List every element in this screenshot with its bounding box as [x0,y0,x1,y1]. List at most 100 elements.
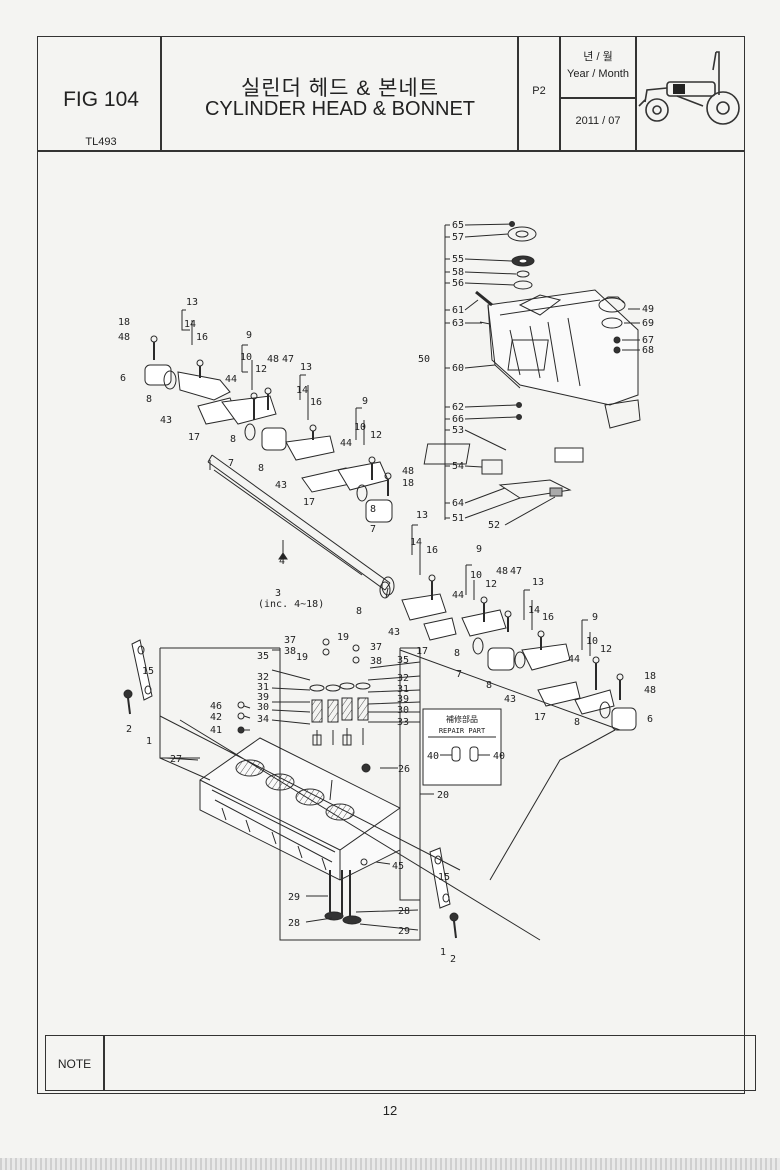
part-callout-16-71: 16 [542,612,554,623]
part-callout-17-65: 17 [416,646,428,657]
part-callout-7-36: 7 [228,458,234,469]
part-callout-13-38: 13 [300,362,312,373]
part-callout-43-28: 43 [160,415,172,426]
part-callout-48-32: 48 [267,354,279,365]
part-callout-37-87: 37 [370,642,382,653]
washer-56 [513,280,533,290]
year-month-korean: 년 / 월 [583,51,613,63]
part-callout-44-63: 44 [452,590,464,601]
tractor-icon [638,51,740,125]
part-callout-9-58: 9 [476,544,482,555]
part-callout-3-52: 3 [275,588,281,599]
part-callout-56-4: 56 [452,278,464,289]
part-callout-50-7: 50 [418,354,430,365]
part-callout-inc418-53: (inc. 4~18) [258,599,324,610]
title-english: CYLINDER HEAD & BONNET [204,98,476,120]
part-callout-9-72: 9 [592,612,598,623]
repair-part-korean: 補修部品 [446,714,478,724]
part-callout-49-16: 49 [642,304,654,315]
title-korean: 실린더 헤드 & 본네트 [240,77,440,100]
part-callout-14-39: 14 [296,385,308,396]
part-callout-65-0: 65 [452,220,464,231]
part-callout-14-56: 14 [410,537,422,548]
part-callout-42-101: 42 [210,712,222,723]
part-callout-43-64: 43 [388,627,400,638]
part-callout-6-25: 6 [120,373,126,384]
part-callout-10-45: 10 [354,422,366,433]
part-callout-12-46: 12 [370,430,382,441]
revision-date: 2011 / 07 [575,115,621,127]
part-callout-63-6: 63 [452,318,464,329]
part-callout-35-85: 35 [257,651,269,662]
year-month-english: Year / Month [567,68,629,80]
header-divider-1 [160,36,162,151]
rocker-arm-group-3 [337,456,393,523]
header-date-rule [559,97,636,99]
lifting-hook-left [131,639,153,701]
part-callout-8-37: 8 [258,463,264,474]
part-callout-18-76: 18 [644,671,656,682]
sealant-tube [554,447,584,463]
lifting-hook-right [429,847,451,909]
part-callout-9-44: 9 [362,396,368,407]
part-callout-8-66: 8 [454,648,460,659]
part-callout-68-19: 68 [642,345,654,356]
valve-cover [487,289,641,429]
part-callout-16-57: 16 [426,545,438,556]
part-callout-17-43: 17 [303,497,315,508]
part-callout-8-35: 8 [230,434,236,445]
part-callout-47-62: 47 [510,566,522,577]
part-callout-37-82: 37 [284,635,296,646]
note-box: NOTE [45,1035,756,1091]
part-callout-61-5: 61 [452,305,464,316]
part-callout-18-48: 18 [402,478,414,489]
part-callout-16-24: 16 [196,332,208,343]
part-callout-17-29: 17 [188,432,200,443]
oil-cap [598,297,626,313]
part-callout-52-15: 52 [488,520,500,531]
part-callout-6-81: 6 [647,714,653,725]
rocker-shaft [207,454,391,599]
part-callout-13-69: 13 [532,577,544,588]
part-callout-10-59: 10 [470,570,482,581]
part-callout-38-83: 38 [284,646,296,657]
breather-plate [498,479,572,499]
part-callout-15-110: 15 [438,872,450,883]
part-callout-48-77: 48 [644,685,656,696]
rocker-arm-group-4 [401,574,526,671]
part-callout-48-22: 48 [118,332,130,343]
part-callout-8-80: 8 [574,717,580,728]
part-callout-19-84: 19 [337,632,349,643]
part-callout-34-94: 34 [257,714,269,725]
part-callout-43-42: 43 [275,480,287,491]
part-callout-31-96: 31 [397,684,409,695]
page-code: P2 [532,85,546,97]
part-callout-2-108: 2 [126,724,132,735]
part-callout-44-75: 44 [568,654,580,665]
part-callout-32-90: 32 [257,672,269,683]
part-callout-26-104: 26 [398,764,410,775]
part-callout-2-112: 2 [450,954,456,965]
figure-number: FIG 104 [63,88,139,111]
part-callout-31-91: 31 [257,682,269,693]
part-callout-28-115: 28 [398,906,410,917]
part-callout-13-20: 13 [186,297,198,308]
part-callout-29-113: 29 [288,892,300,903]
breather-element [481,459,503,475]
part-callout-54-12: 54 [452,461,464,472]
part-callout-8-54: 8 [356,606,362,617]
part-callout-14-70: 14 [528,605,540,616]
valve-assembly [309,638,371,925]
part-callout-19-86: 19 [296,652,308,663]
page-frame [37,36,745,1094]
part-callout-40-117: 40 [427,751,439,762]
part-callout-8-49: 8 [370,504,376,515]
washer-58 [516,270,530,278]
part-callout-15-107: 15 [142,666,154,677]
cylinder-head [199,737,401,881]
part-callout-8-68: 8 [486,680,492,691]
model-code: TL493 [85,136,117,148]
part-callout-35-89: 35 [397,655,409,666]
part-callout-20-105: 20 [437,790,449,801]
part-callout-57-1: 57 [452,232,464,243]
